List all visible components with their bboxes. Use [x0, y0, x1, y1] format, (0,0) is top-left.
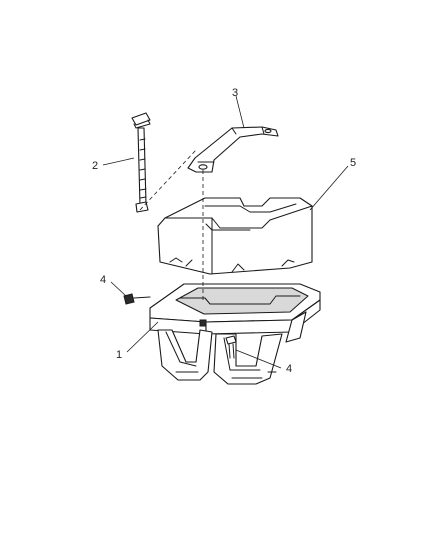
callout-4-right: 4: [286, 363, 292, 375]
callout-4-left: 4: [100, 274, 106, 286]
battery-shield-box: [157, 197, 313, 275]
leader-4a: [110, 281, 127, 297]
leader-3: [235, 95, 245, 129]
battery-tray: [149, 283, 321, 385]
callout-1: 1: [116, 349, 122, 361]
leader-4b: [235, 349, 282, 369]
leader-1: [126, 321, 159, 353]
leader-2: [102, 157, 135, 166]
hold-down-bolt: [131, 112, 151, 213]
callout-3: 3: [232, 87, 238, 99]
assembly-line-bolt: [139, 149, 197, 211]
leader-5: [309, 165, 349, 211]
tray-bolt-left: [123, 293, 151, 305]
callout-5: 5: [350, 157, 356, 169]
callout-2: 2: [92, 160, 98, 172]
tray-bolt-right: [225, 335, 237, 359]
hold-down-bracket: [187, 126, 279, 173]
